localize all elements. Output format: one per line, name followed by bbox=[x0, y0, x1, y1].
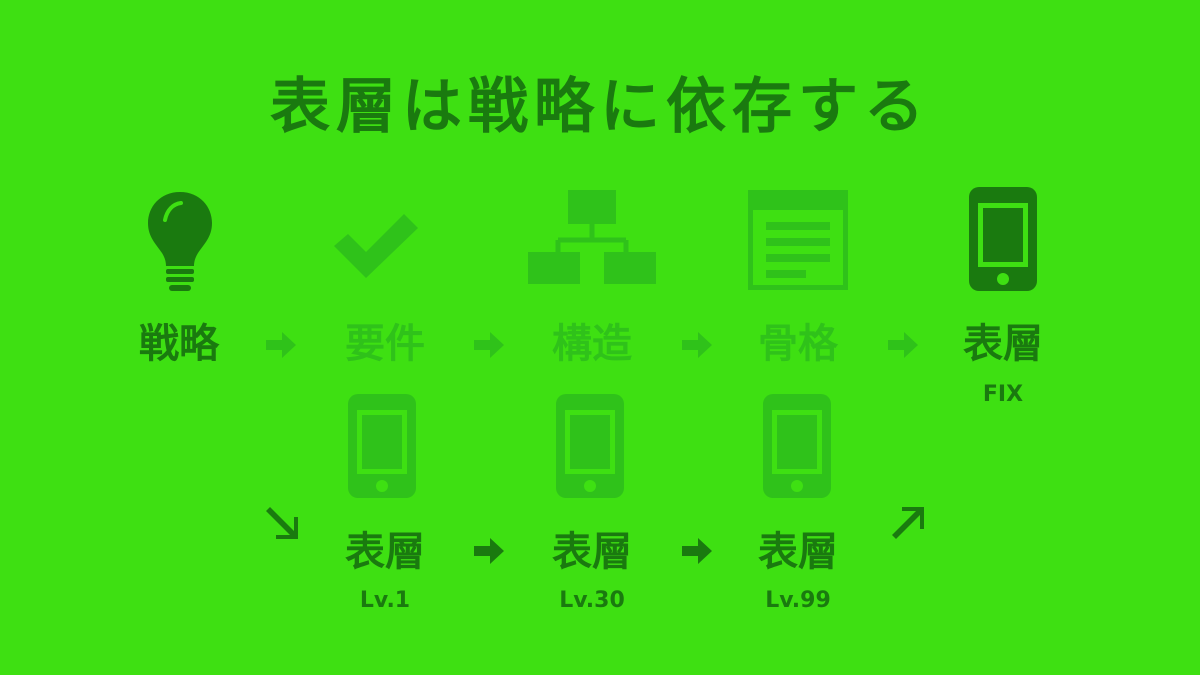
stage-surface-fix-sub: FIX bbox=[982, 382, 1024, 407]
arrow-right-icon bbox=[472, 536, 506, 570]
smartphone-icon bbox=[554, 392, 626, 500]
smartphone-icon bbox=[967, 185, 1039, 293]
arrow-up-right-icon bbox=[890, 505, 926, 545]
checkmark-icon bbox=[330, 210, 420, 280]
stage-surface-lv1: 表層 bbox=[345, 529, 425, 575]
stage-surface-lv30-sub: Lv.30 bbox=[559, 588, 625, 613]
lightbulb-icon bbox=[145, 190, 215, 295]
arrow-right-icon bbox=[886, 330, 920, 364]
smartphone-icon bbox=[346, 392, 418, 500]
stage-structure: 構造 bbox=[552, 321, 632, 367]
page-title: 表層は戦略に依存する bbox=[270, 72, 930, 142]
wireframe-icon bbox=[748, 190, 848, 290]
arrow-right-icon bbox=[264, 330, 298, 364]
arrow-right-icon bbox=[472, 330, 506, 364]
arrow-right-icon bbox=[680, 330, 714, 364]
stage-surface-fix: 表層 bbox=[963, 321, 1043, 367]
stage-surface-lv1-sub: Lv.1 bbox=[359, 588, 411, 613]
stage-skeleton: 骨格 bbox=[758, 321, 838, 367]
stage-requirements: 要件 bbox=[345, 321, 425, 367]
stage-surface-lv99-sub: Lv.99 bbox=[765, 588, 831, 613]
stage-surface-lv99: 表層 bbox=[758, 529, 838, 575]
hierarchy-icon bbox=[528, 190, 656, 285]
smartphone-icon bbox=[761, 392, 833, 500]
stage-surface-lv30: 表層 bbox=[552, 529, 632, 575]
arrow-right-icon bbox=[680, 536, 714, 570]
stage-strategy: 戦略 bbox=[139, 321, 219, 367]
arrow-down-right-icon bbox=[264, 505, 300, 545]
